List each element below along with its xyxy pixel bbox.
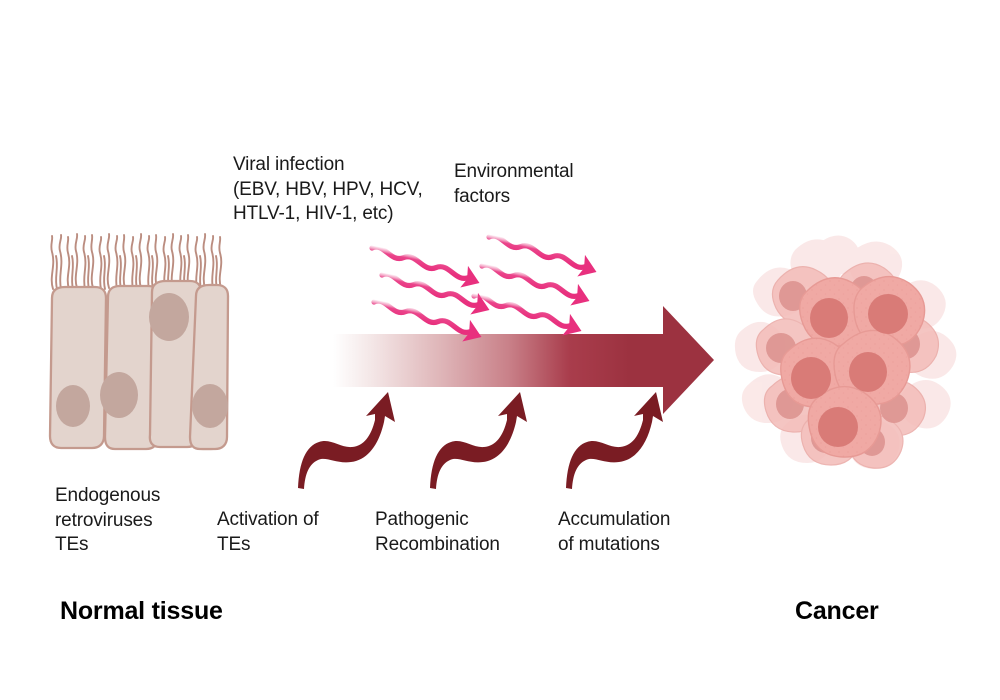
cilia-icon xyxy=(50,233,223,290)
tumor-cell-cluster-illustration xyxy=(734,235,957,470)
step-arrow-recombination xyxy=(430,392,527,489)
label-pathogenic-recombination: Pathogenic Recombination xyxy=(375,509,500,555)
label-endogenous-retroviruses: Endogenous retroviruses TEs xyxy=(55,485,161,556)
main-progression-arrow xyxy=(333,306,714,414)
cell-nucleus xyxy=(100,372,138,418)
step-arrow-mutations xyxy=(566,392,663,489)
environmental-factors-squiggle-group xyxy=(470,226,600,340)
cell-nucleus xyxy=(149,293,189,341)
label-viral-infection: Viral infection (EBV, HBV, HPV, HCV, HTL… xyxy=(233,154,423,225)
cell-nucleus xyxy=(56,385,90,427)
cell-nucleus xyxy=(192,384,228,428)
viral-infection-squiggle-group xyxy=(368,237,493,346)
tumor-core-nuclei xyxy=(791,294,908,447)
label-environmental-factors: Environmental factors xyxy=(454,161,574,207)
columnar-epithelium-illustration xyxy=(48,233,230,451)
step-arrow-activation xyxy=(298,392,395,489)
heading-cancer: Cancer xyxy=(795,597,879,625)
heading-normal-tissue: Normal tissue xyxy=(60,597,223,625)
label-accumulation-of-mutations: Accumulation of mutations xyxy=(558,509,671,555)
label-activation-of-tes: Activation of TEs xyxy=(217,509,319,555)
